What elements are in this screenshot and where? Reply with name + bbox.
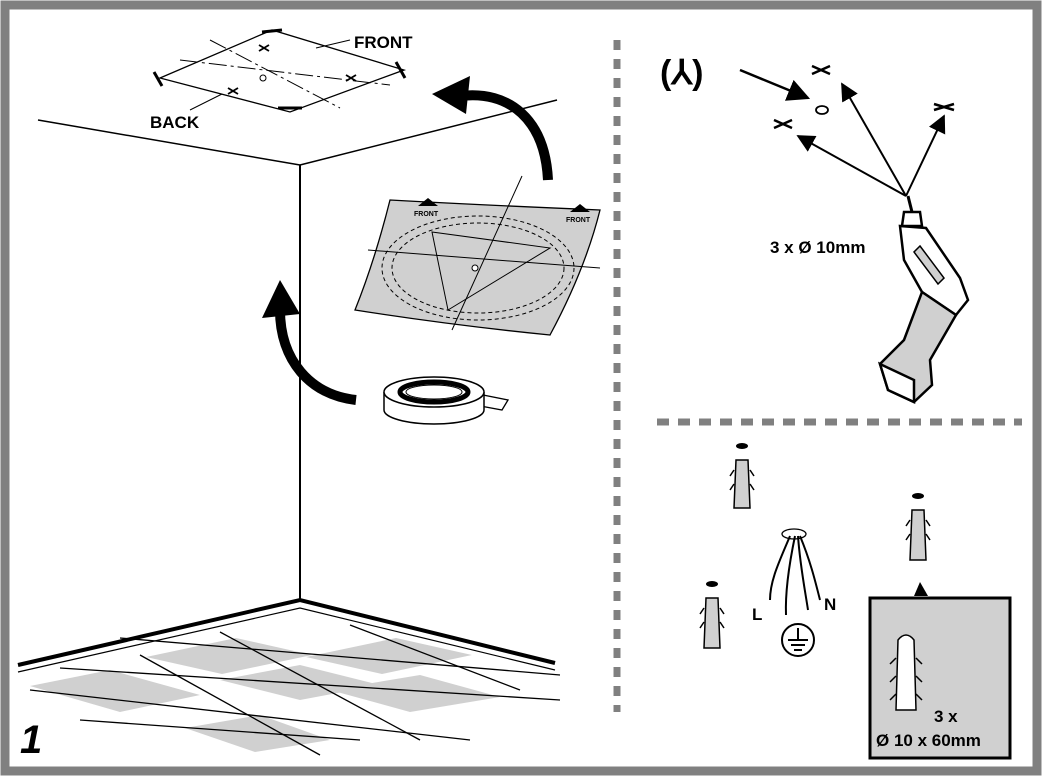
ceiling-clip-marks <box>152 28 407 110</box>
curved-arrow-left-head <box>262 280 300 318</box>
large-wall-plug <box>889 634 923 711</box>
floor-tiles <box>29 624 561 756</box>
dowel-count: 3 x <box>934 707 958 726</box>
drill-symbol: (⅄) <box>660 54 703 92</box>
drill-spec: 3 x Ø 10mm <box>770 238 865 257</box>
neutral-label: N <box>824 595 836 614</box>
floor-wall-junction <box>17 597 556 667</box>
tape-roll <box>383 376 510 425</box>
drill-hole-crosses <box>773 64 955 130</box>
curved-arrow-left <box>275 309 357 405</box>
template-front-left: FRONT <box>414 211 439 218</box>
live-label: L <box>752 605 762 624</box>
callout-pointer <box>914 582 928 596</box>
template-front-right: FRONT <box>566 217 591 224</box>
step-number: 1 <box>20 718 42 762</box>
curved-arrow-top-head <box>432 76 470 114</box>
paper-template-sheet <box>354 175 601 336</box>
back-label: BACK <box>150 113 200 132</box>
ceiling-cross-marks <box>227 44 357 95</box>
earth-ground-icon <box>781 623 815 657</box>
drill-direction-arrows <box>796 82 946 197</box>
wall-plug-right <box>905 493 931 561</box>
pointer-arrow <box>739 68 811 101</box>
mains-cables <box>769 528 821 616</box>
back-leader-line <box>189 93 223 111</box>
center-hole-mark <box>815 105 829 115</box>
wall-plug-left <box>699 581 725 649</box>
front-label: FRONT <box>354 33 413 52</box>
front-leader-line <box>315 39 351 49</box>
ceiling-edge-left <box>37 119 301 166</box>
curved-arrow-top <box>459 90 553 181</box>
dowel-size: Ø 10 x 60mm <box>876 731 981 750</box>
wall-plug-top <box>729 443 755 509</box>
power-drill <box>877 195 970 404</box>
room-scene <box>17 99 558 673</box>
